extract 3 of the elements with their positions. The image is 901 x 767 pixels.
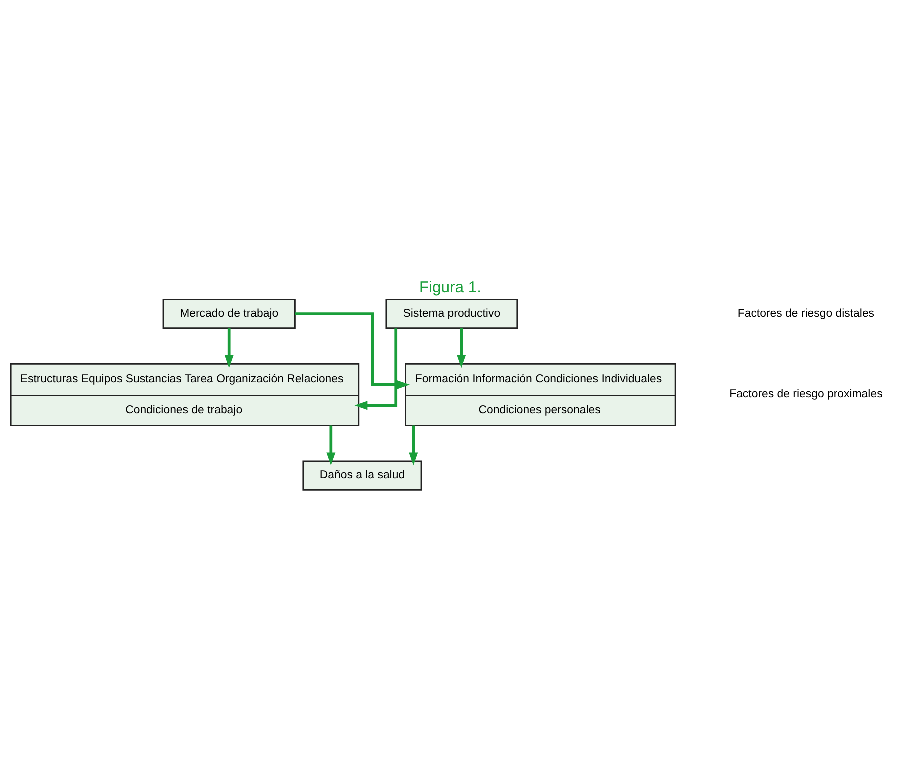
diagram-title: Figura 1. — [419, 279, 482, 296]
label: Factores de riesgo proximales — [730, 388, 883, 401]
label: Factores de riesgo distales — [738, 308, 875, 320]
